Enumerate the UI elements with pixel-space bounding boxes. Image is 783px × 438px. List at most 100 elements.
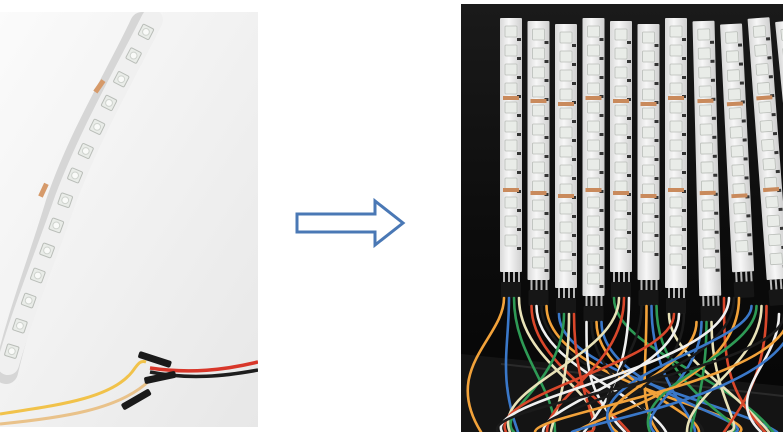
resistor <box>517 171 521 174</box>
jumper-wire <box>570 341 783 432</box>
led-strip <box>747 17 783 306</box>
resistor <box>572 158 576 161</box>
resistor <box>572 272 576 275</box>
led-chip <box>504 139 518 152</box>
copper-pad <box>613 99 629 103</box>
led-chip <box>614 199 628 212</box>
led-chip <box>669 44 683 57</box>
led-chip <box>642 31 655 44</box>
led-chip <box>532 47 545 60</box>
copper-pad <box>731 193 748 199</box>
resistor <box>654 44 659 47</box>
led-chip <box>614 85 628 98</box>
resistor <box>544 136 549 139</box>
resistor <box>654 215 659 218</box>
header-pin <box>503 272 505 284</box>
header-pin <box>628 272 630 284</box>
led-strip <box>637 24 660 306</box>
led-chip <box>504 215 518 228</box>
led-chip <box>504 44 518 57</box>
led-chip <box>614 180 628 193</box>
led-chip <box>728 107 742 120</box>
led-chip <box>532 237 545 250</box>
jumper-wire <box>646 304 758 432</box>
resistor <box>682 133 686 136</box>
resistor <box>517 152 521 155</box>
resistor <box>544 269 549 272</box>
resistor <box>599 76 604 79</box>
jumper-wire <box>549 312 571 432</box>
resistor <box>599 57 604 60</box>
header-pin <box>702 296 705 309</box>
copper-pad <box>668 96 684 100</box>
led-chip <box>587 63 600 76</box>
led-chip <box>762 157 776 171</box>
led-chip <box>559 31 573 44</box>
jumper-wire <box>605 304 753 432</box>
led-chip <box>532 218 545 231</box>
header-pin <box>678 288 680 300</box>
led-chip <box>702 237 716 250</box>
copper-pad <box>558 102 574 106</box>
resistor <box>781 245 783 249</box>
led-chip <box>504 196 518 209</box>
led-chip <box>669 63 683 76</box>
resistor <box>517 209 521 212</box>
resistor <box>572 120 576 123</box>
copper-pad <box>503 188 519 192</box>
led-strip <box>555 24 577 314</box>
jumper-wire <box>649 320 703 432</box>
resistor <box>682 76 686 79</box>
led-lens <box>81 147 90 155</box>
led-chip <box>730 145 744 158</box>
resistor <box>742 138 747 142</box>
resistor <box>654 158 659 161</box>
header-pin <box>640 280 643 292</box>
resistor <box>682 114 686 117</box>
led-chip <box>587 101 600 114</box>
led-lens <box>61 196 70 205</box>
header-pin <box>740 271 743 284</box>
led-chip <box>587 234 600 247</box>
resistor <box>748 252 753 256</box>
yellow-wire <box>0 360 147 416</box>
led-chip <box>532 66 545 79</box>
led-chip <box>614 218 628 231</box>
jumper-housing <box>583 306 604 322</box>
led-chip <box>532 123 545 136</box>
resistor <box>682 38 686 41</box>
led-chip <box>614 161 628 174</box>
resistor <box>544 174 549 177</box>
led-chip <box>504 101 518 114</box>
led-chip <box>729 126 743 139</box>
led-chip <box>559 164 573 177</box>
led-chip <box>701 199 715 212</box>
copper-pad <box>585 188 602 192</box>
led-chip <box>701 218 715 231</box>
led-lens <box>93 122 102 131</box>
led-chip <box>559 50 573 63</box>
led-lens <box>142 28 150 36</box>
led-chip <box>559 259 573 272</box>
led-chip <box>702 256 716 269</box>
led-lens <box>16 321 24 330</box>
led-chip <box>727 88 742 101</box>
led-chip <box>614 104 628 117</box>
led-chip <box>614 66 628 79</box>
led-chip <box>725 31 739 44</box>
led-array-photo-right <box>461 4 783 432</box>
copper-pad <box>697 98 714 104</box>
header-pin <box>668 288 670 300</box>
resistor <box>654 63 659 66</box>
led-chip <box>669 234 683 247</box>
led-chip <box>669 253 683 266</box>
resistor <box>599 228 604 231</box>
led-chip <box>587 25 600 38</box>
led-chip <box>587 120 600 133</box>
resistor <box>715 249 720 253</box>
header-pin <box>735 271 738 285</box>
led-chip <box>725 50 740 63</box>
led-chip <box>755 63 769 76</box>
header-pin <box>595 296 598 308</box>
copper-pad <box>503 96 519 100</box>
